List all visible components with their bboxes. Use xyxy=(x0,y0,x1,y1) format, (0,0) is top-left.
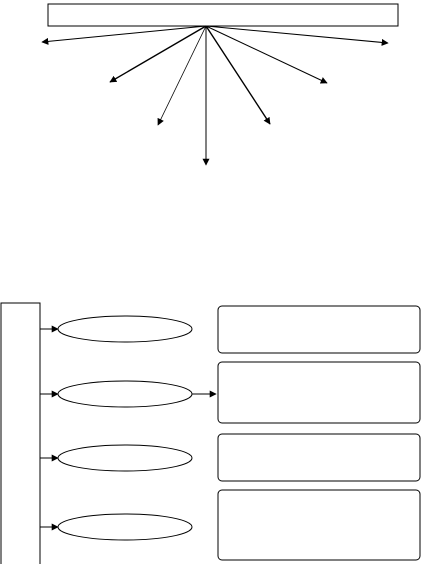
radial-arrow-inner-right xyxy=(205,25,271,125)
right-box-4 xyxy=(217,489,421,561)
oval-node-4 xyxy=(57,513,193,541)
radial-arrow-inner-left xyxy=(157,25,207,126)
top-radial-group xyxy=(41,3,399,166)
right-box-1 xyxy=(217,305,421,354)
right-box-2 xyxy=(217,361,421,424)
radial-arrow-far-left xyxy=(41,25,207,45)
left-bracket-bar xyxy=(0,302,41,564)
top-box xyxy=(47,3,399,27)
radial-arrow-mid-left xyxy=(109,25,207,83)
bottom-flow-group xyxy=(0,302,421,564)
oval-node-1 xyxy=(57,315,193,343)
oval-node-2 xyxy=(57,380,193,408)
radial-arrow-far-right xyxy=(205,25,389,46)
oval-node-3 xyxy=(57,444,193,472)
right-box-3 xyxy=(217,433,421,482)
radial-arrow-mid-right xyxy=(205,25,328,84)
